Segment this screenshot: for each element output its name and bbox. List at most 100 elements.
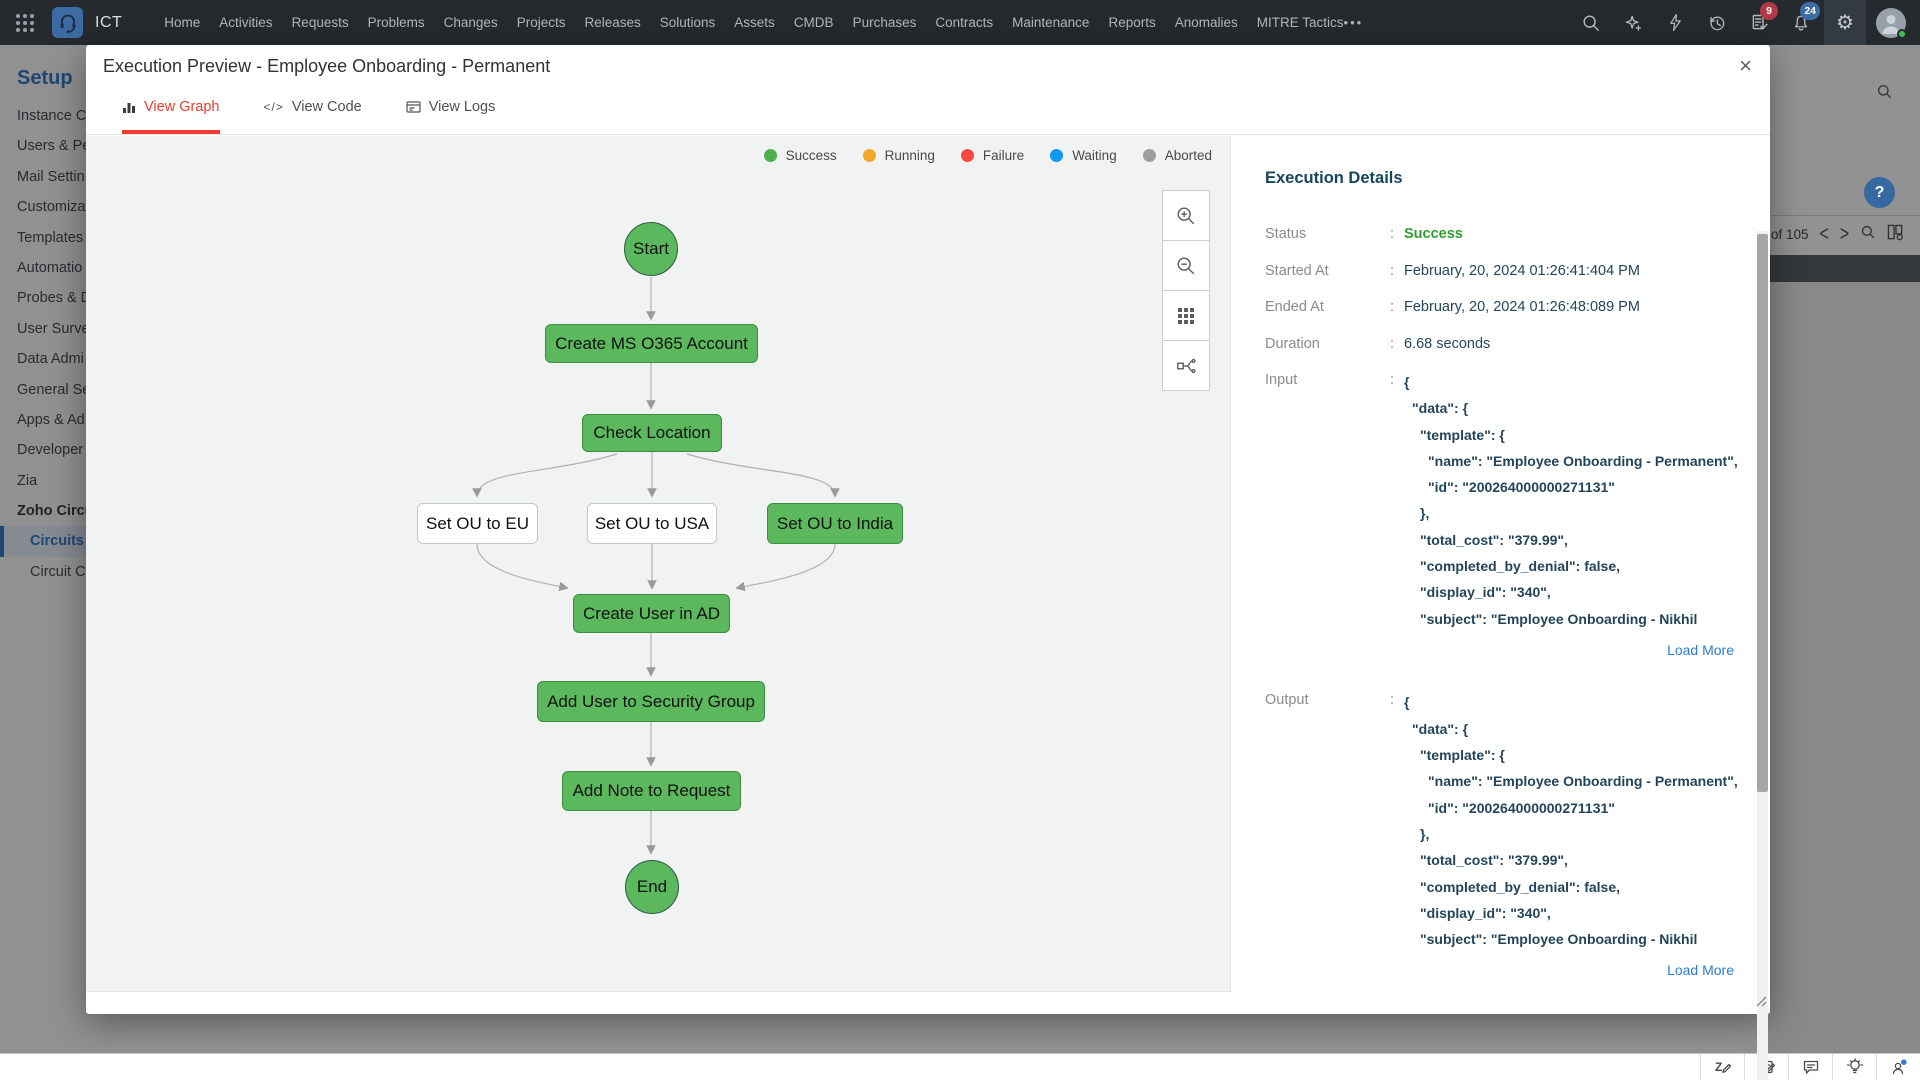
input-load-more-link[interactable]: Load More <box>1667 641 1734 658</box>
sidebar-item-circuit-co[interactable]: Circuit Co <box>30 563 94 580</box>
tab-label: View Logs <box>428 98 496 115</box>
detail-value: February, 20, 2024 01:26:48:089 PM <box>1404 299 1640 315</box>
sidebar-item-users-pe[interactable]: Users & Pe <box>17 138 91 155</box>
tab-view-graph[interactable]: View Graph <box>122 79 220 134</box>
node-end[interactable]: End <box>625 860 679 914</box>
sparkle-add-icon[interactable] <box>1614 0 1652 45</box>
user-avatar[interactable] <box>1876 7 1907 39</box>
sidebar-item-apps-ad[interactable]: Apps & Ad <box>17 411 85 428</box>
lightbulb-icon[interactable] <box>1832 1054 1876 1080</box>
sidebar-item-customizat[interactable]: Customizat <box>17 199 90 216</box>
prev-page-icon[interactable]: < <box>1819 222 1829 246</box>
node-add-note[interactable]: Add Note to Request <box>562 771 741 811</box>
grid-view-icon[interactable] <box>1162 290 1210 341</box>
task-list-icon[interactable]: 9 <box>1740 0 1778 45</box>
bell-icon[interactable]: 24 <box>1782 0 1820 45</box>
sidebar-item-data-admi[interactable]: Data Admi <box>17 351 84 368</box>
resize-handle-icon[interactable] <box>1754 994 1767 1012</box>
detail-label: Duration <box>1265 335 1320 352</box>
json-line: "template": { <box>1420 426 1505 443</box>
sidebar-item-templates[interactable]: Templates <box>17 229 84 246</box>
next-page-icon[interactable]: > <box>1839 222 1850 246</box>
nav-item-changes[interactable]: Changes <box>443 15 498 30</box>
nav-item-cmdb[interactable]: CMDB <box>793 15 834 30</box>
legend-dot-waiting <box>1050 149 1064 162</box>
table-body-area <box>1768 282 1920 1053</box>
detail-row-duration: Duration:6.68 seconds <box>1265 333 1770 355</box>
sidebar-item-zoho-circu[interactable]: Zoho Circu <box>17 503 94 520</box>
sidebar-item-instance-co[interactable]: Instance Co <box>17 108 95 124</box>
nav-item-contracts[interactable]: Contracts <box>935 15 994 30</box>
node-create-user-ad[interactable]: Create User in AD <box>573 594 730 633</box>
nav-item-mitre-tactics[interactable]: MITRE Tactics <box>1256 15 1344 30</box>
sidebar-item-developer[interactable]: Developer <box>17 442 84 459</box>
chat-icon[interactable] <box>1788 1054 1832 1080</box>
json-line: "subject": "Employee Onboarding - Nikhil <box>1420 931 1698 948</box>
json-line: "total_cost": "379.99", <box>1420 852 1568 869</box>
tab-view-code[interactable]: </> View Code <box>264 79 362 134</box>
help-button[interactable]: ? <box>1864 177 1895 208</box>
nav-item-activities[interactable]: Activities <box>219 15 273 30</box>
online-status-dot <box>1897 28 1907 39</box>
pagination-text: of 105 <box>1771 227 1809 242</box>
list-search-icon[interactable] <box>1860 224 1876 245</box>
node-start[interactable]: Start <box>624 222 678 276</box>
tab-label: View Code <box>291 98 362 115</box>
zoom-out-icon[interactable] <box>1162 240 1210 291</box>
column-settings-icon[interactable] <box>1887 224 1904 246</box>
nav-item-requests[interactable]: Requests <box>291 15 349 30</box>
nav-item-assets[interactable]: Assets <box>734 15 775 30</box>
app-grid-icon[interactable] <box>14 12 36 34</box>
sidebar-item-probes-d[interactable]: Probes & D <box>17 290 92 307</box>
headset-logo-icon[interactable] <box>52 7 83 38</box>
nav-item-purchases[interactable]: Purchases <box>852 15 917 30</box>
json-line: "completed_by_denial": false, <box>1420 878 1621 895</box>
history-icon[interactable] <box>1698 0 1736 45</box>
nav-item-projects[interactable]: Projects <box>516 15 566 30</box>
scrollbar-thumb[interactable] <box>1757 234 1768 792</box>
search-icon[interactable] <box>1572 0 1610 45</box>
sidebar-item-automatio[interactable]: Automatio <box>17 259 83 276</box>
nav-item-problems[interactable]: Problems <box>367 15 425 30</box>
top-navbar: ICT Home Activities Requests Problems Change… <box>0 0 1920 45</box>
tab-view-logs[interactable]: View Logs <box>406 79 496 134</box>
nav-item-maintenance[interactable]: Maintenance <box>1012 15 1090 30</box>
json-line: "id": "200264000000271131" <box>1428 799 1615 816</box>
lightning-icon[interactable] <box>1656 0 1694 45</box>
json-line: "data": { <box>1412 720 1469 737</box>
nav-item-anomalies[interactable]: Anomalies <box>1174 15 1238 30</box>
zoom-in-icon[interactable] <box>1162 190 1210 241</box>
output-load-more-link[interactable]: Load More <box>1667 962 1734 979</box>
user-presence-icon[interactable] <box>1876 1054 1920 1080</box>
nav-more-button[interactable]: ••• <box>1343 15 1364 30</box>
node-set-ou-usa[interactable]: Set OU to USA <box>587 503 717 544</box>
node-set-ou-india[interactable]: Set OU to India <box>767 503 903 544</box>
brand-name: ICT <box>95 13 123 31</box>
sidebar-item-zia[interactable]: Zia <box>17 472 38 489</box>
nav-item-reports[interactable]: Reports <box>1108 15 1156 30</box>
sidebar-item-mail-settin[interactable]: Mail Settin <box>17 168 85 185</box>
nav-item-solutions[interactable]: Solutions <box>659 15 716 30</box>
node-set-ou-eu[interactable]: Set OU to EU <box>417 503 538 544</box>
legend-dot-running <box>862 149 876 162</box>
detail-label: Ended At <box>1265 299 1324 315</box>
sidebar-item-user-surve[interactable]: User Surve <box>17 320 90 337</box>
close-icon[interactable]: × <box>1739 53 1752 78</box>
code-icon: </> <box>263 99 284 114</box>
background-search-icon[interactable] <box>1876 83 1893 105</box>
nav-right-icons: 9 24 ⚙ <box>1572 0 1910 45</box>
legend-label: Success <box>785 148 837 163</box>
nav-item-releases[interactable]: Releases <box>584 15 641 30</box>
layout-flow-icon[interactable] <box>1162 340 1210 391</box>
nav-item-home[interactable]: Home <box>164 15 201 30</box>
node-add-security-group[interactable]: Add User to Security Group <box>537 681 765 722</box>
zia-icon[interactable]: Z <box>1700 1054 1744 1080</box>
settings-gear-icon[interactable]: ⚙ <box>1824 0 1866 45</box>
node-check-location[interactable]: Check Location <box>582 414 722 452</box>
modal-scrollbar[interactable] <box>1757 231 1768 1080</box>
sidebar-item-general-se[interactable]: General Se <box>17 381 91 398</box>
node-create-o365[interactable]: Create MS O365 Account <box>545 324 758 363</box>
